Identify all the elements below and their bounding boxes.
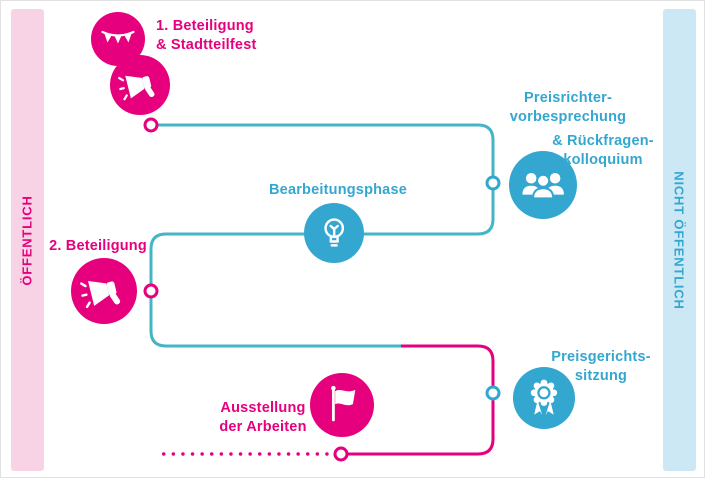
beteiligung1-label-line2: & Stadtteilfest bbox=[156, 37, 257, 53]
preisgericht-label-line2: sitzung bbox=[574, 368, 628, 384]
connector-4 bbox=[348, 400, 495, 456]
port-preisgericht bbox=[485, 385, 501, 401]
port-preisrichter bbox=[485, 175, 501, 191]
beteiligung1-label: 1. Beteiligung & Stadtteilfest bbox=[156, 17, 257, 55]
preisrichter-label: Preisrichter- vorbesprechung bbox=[501, 89, 635, 127]
rueckfragen-label: & Rückfragen- kolloquium bbox=[536, 132, 670, 170]
beteiligung1-label-line1: 1. Beteiligung bbox=[156, 18, 254, 34]
ausstellung-node bbox=[310, 373, 374, 437]
ausstellung-label-line1: Ausstellung bbox=[220, 400, 306, 416]
ausstellung-label: Ausstellung der Arbeiten bbox=[193, 399, 333, 437]
connector-3b bbox=[401, 344, 495, 386]
connector-1 bbox=[158, 123, 495, 176]
port-ausstellung bbox=[333, 446, 349, 462]
megaphone-icon bbox=[118, 63, 162, 107]
preisgericht-node bbox=[513, 367, 575, 429]
preisgericht-label: Preisgerichts- sitzung bbox=[531, 348, 671, 386]
beteiligung1-node bbox=[110, 55, 170, 115]
ausstellung-label-line2: der Arbeiten bbox=[219, 419, 307, 435]
preisrichter-node bbox=[509, 151, 577, 219]
port-beteiligung2 bbox=[143, 283, 159, 299]
preisrichter-label-line2: vorbesprechung bbox=[509, 109, 627, 125]
beteiligung2-label: 2. Beteiligung bbox=[33, 237, 163, 256]
preisrichter-label-line1: Preisrichter- bbox=[523, 90, 613, 106]
non-public-band: NICHT ÖFFENTLICH bbox=[663, 9, 696, 471]
connector-3a bbox=[149, 298, 401, 348]
bunting-icon bbox=[98, 19, 138, 59]
megaphone-icon bbox=[80, 267, 129, 316]
rueckfragen-label-line1: & Rückfragen- bbox=[552, 133, 654, 149]
bearbeitungsphase-label-line1: Bearbeitungsphase bbox=[269, 182, 407, 198]
rueckfragen-label-line2: kolloquium bbox=[563, 152, 643, 168]
preisgericht-label-line1: Preisgerichts- bbox=[551, 349, 651, 365]
bearbeitungsphase-label: Bearbeitungsphase bbox=[263, 181, 413, 200]
beteiligung2-label-line1: 2. Beteiligung bbox=[49, 238, 147, 254]
bearbeitungsphase-node bbox=[304, 203, 364, 263]
lightbulb-icon bbox=[312, 211, 356, 255]
beteiligung2-node bbox=[71, 258, 137, 324]
port-beteiligung1 bbox=[143, 117, 159, 133]
public-band: ÖFFENTLICH bbox=[11, 9, 44, 471]
